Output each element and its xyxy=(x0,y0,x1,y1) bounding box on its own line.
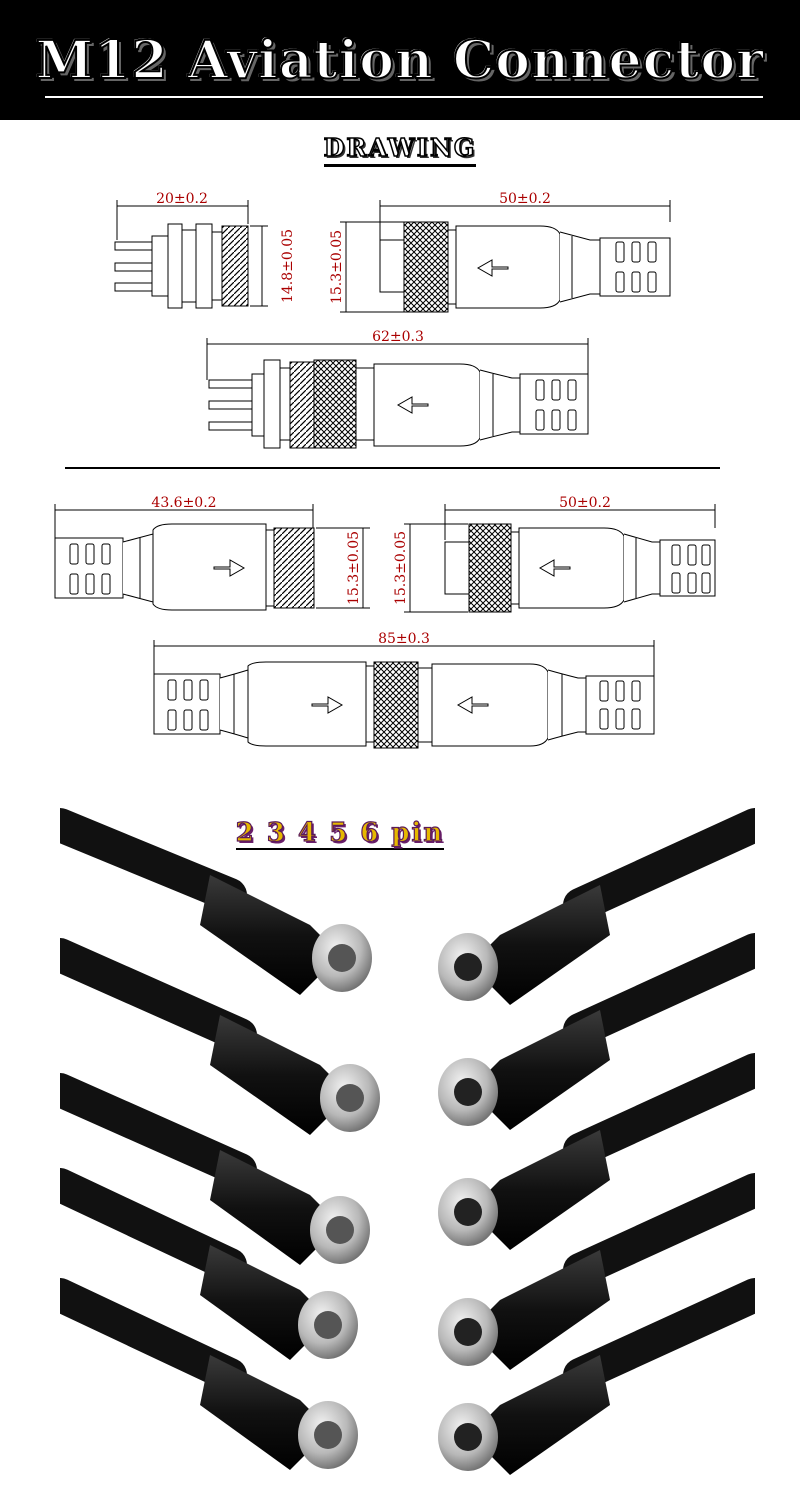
drawing-title: DRAWING xyxy=(0,132,800,167)
page-title: M12 Aviation Connector xyxy=(35,29,765,92)
dim-socket-length: 20±0.2 xyxy=(156,191,208,207)
dim-male-dia: 15.3±0.05 xyxy=(346,531,362,605)
dim-socket-thread-dia: 14.8±0.05 xyxy=(280,229,296,303)
cable-illustration xyxy=(60,808,755,1475)
male-cables xyxy=(60,808,380,1470)
female-cables xyxy=(438,808,755,1475)
header-banner: M12 Aviation Connector xyxy=(0,0,800,120)
dim-female-dia-2: 15.3±0.05 xyxy=(393,531,409,605)
technical-drawing: 20±0.2 14.8±0.05 50±0.2 15.3±0.05 62±0.3… xyxy=(54,191,720,749)
female-plug-drawing-2 xyxy=(404,504,716,613)
dim-female-length-2: 50±0.2 xyxy=(559,495,611,511)
male-plug-drawing xyxy=(54,504,370,611)
assembly-drawing-1 xyxy=(206,338,589,449)
dim-female-length-1: 50±0.2 xyxy=(499,191,551,207)
female-plug-drawing-1 xyxy=(340,200,671,313)
dim-female-dia-1: 15.3±0.05 xyxy=(329,230,345,304)
dim-assembly-length-1: 62±0.3 xyxy=(372,329,424,345)
pin-count-label: 2 3 4 5 6 pin xyxy=(235,817,445,850)
title-underline xyxy=(45,96,763,98)
dim-male-length: 43.6±0.2 xyxy=(151,495,216,511)
product-photo xyxy=(60,805,755,1495)
dim-assembly-length-2: 85±0.3 xyxy=(378,631,430,647)
assembly-drawing-2 xyxy=(153,640,655,749)
panel-socket-drawing xyxy=(114,200,268,309)
